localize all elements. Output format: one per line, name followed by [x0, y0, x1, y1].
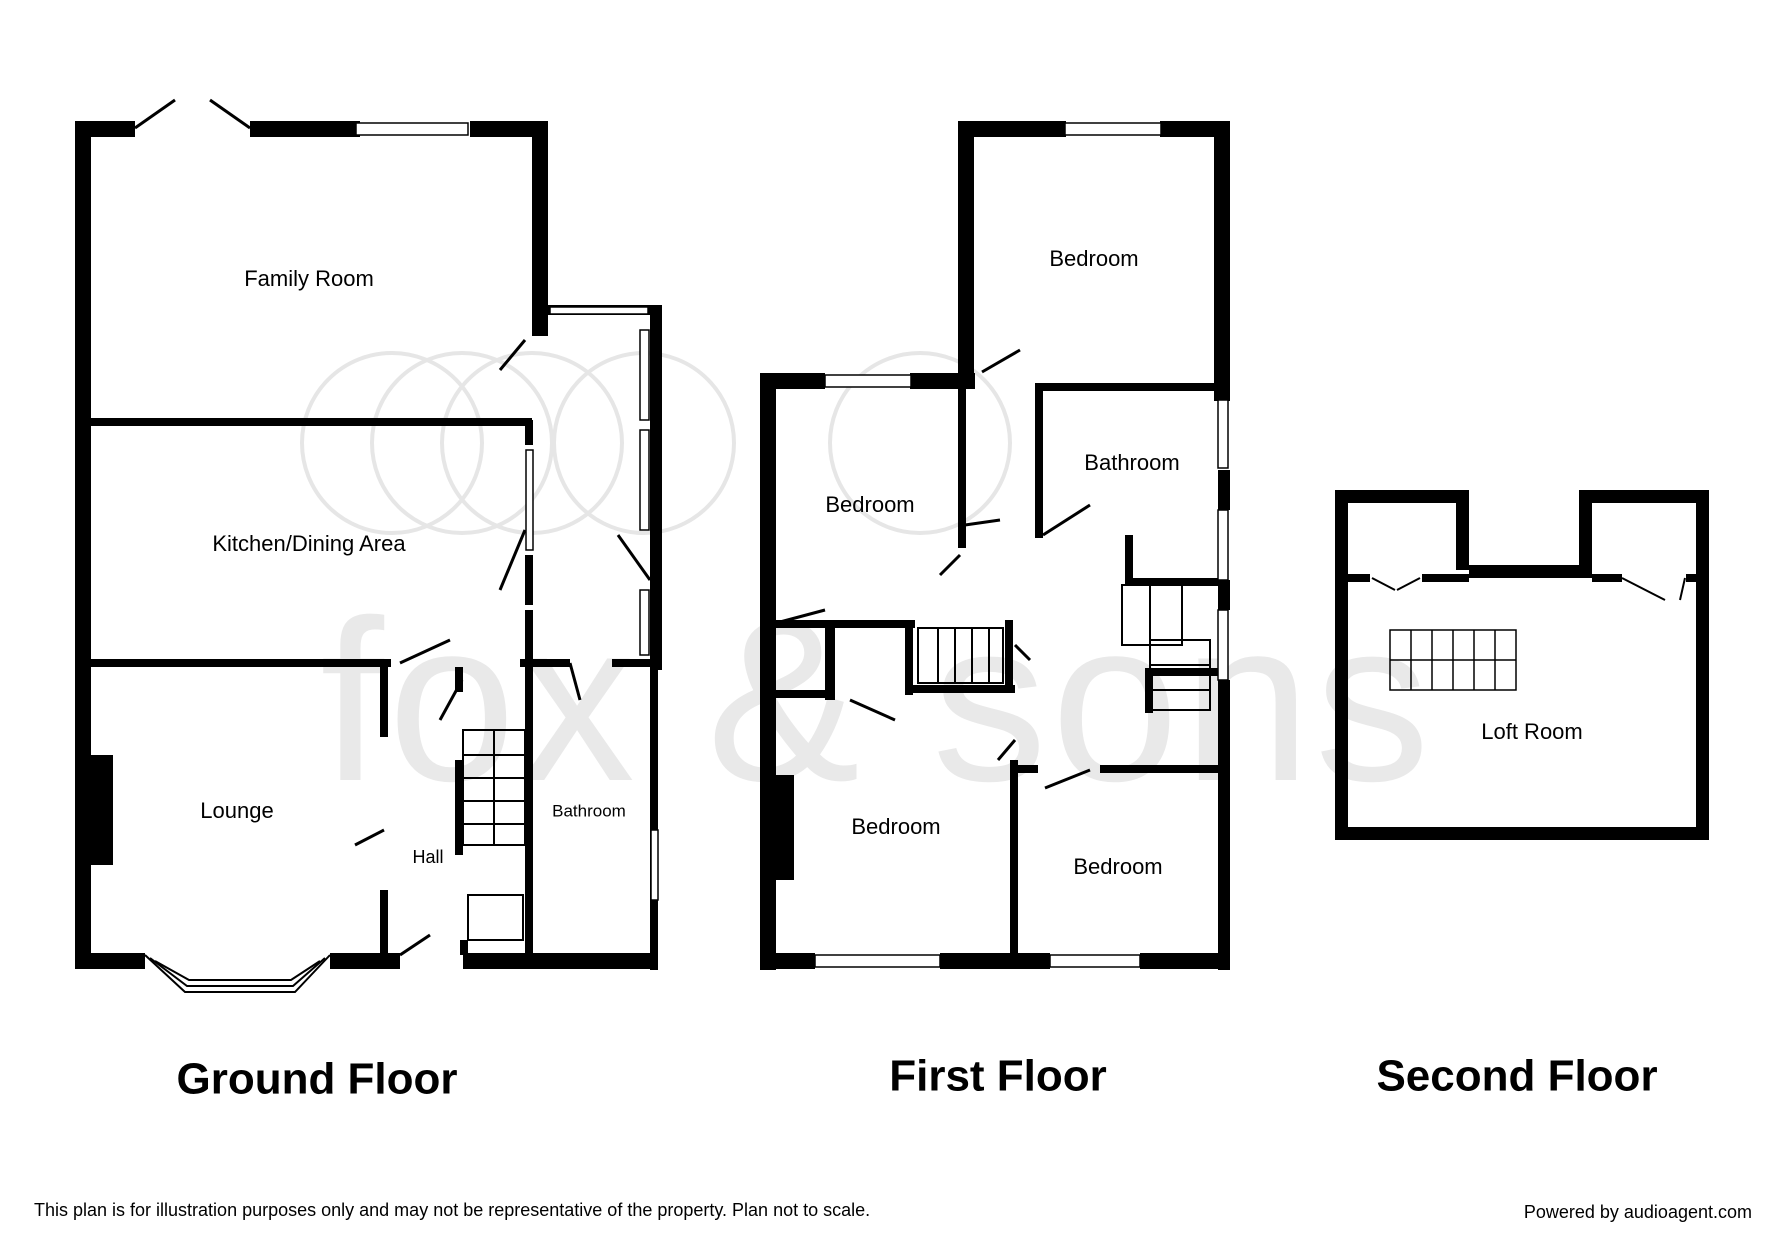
- first-floor-walls: [760, 121, 1230, 970]
- ground-floor-plan: Family Room Kitchen/Dining Area Lounge H…: [75, 98, 662, 1104]
- lounge-label: Lounge: [200, 798, 273, 823]
- second-floor-walls: [1335, 490, 1709, 840]
- family-room-label: Family Room: [244, 266, 374, 291]
- first-floor-title: First Floor: [889, 1052, 1107, 1101]
- ground-floor-title: Ground Floor: [176, 1055, 457, 1104]
- ground-floor-stairs: [462, 729, 526, 941]
- kitchen-dining-label: Kitchen/Dining Area: [212, 531, 406, 556]
- watermark-logo: [300, 351, 1012, 535]
- first-floor-windows: [814, 122, 1229, 968]
- loft-room-label: Loft Room: [1481, 719, 1583, 744]
- first-bedroom-front-right-label: Bedroom: [1073, 854, 1162, 879]
- first-floor-doors: [779, 348, 1091, 790]
- ground-floor-windows: [355, 122, 659, 901]
- ground-floor-walls: [75, 121, 662, 970]
- watermark-text: fox & sons: [320, 572, 1434, 829]
- disclaimer-text: This plan is for illustration purposes o…: [34, 1200, 870, 1220]
- first-floor-plan: Bedroom Bathroom Bedroom Bedroom Bedroom…: [760, 121, 1230, 1101]
- ground-floor-doors: [134, 98, 652, 957]
- ground-floor-bay-window: [144, 954, 331, 993]
- second-floor-stairs: [1389, 629, 1517, 691]
- ground-bathroom-label: Bathroom: [552, 801, 626, 820]
- first-bathroom-label: Bathroom: [1084, 450, 1179, 475]
- second-floor-title: Second Floor: [1376, 1052, 1657, 1101]
- hall-label: Hall: [412, 847, 443, 867]
- first-floor-stairs: [917, 584, 1211, 711]
- first-bedroom-front-left-label: Bedroom: [851, 814, 940, 839]
- first-bedroom-top-label: Bedroom: [1049, 246, 1138, 271]
- powered-by-text: Powered by audioagent.com: [1524, 1202, 1752, 1222]
- second-floor-plan: Loft Room Second Floor: [1335, 490, 1709, 1101]
- second-floor-doors: [1371, 577, 1686, 601]
- first-bedroom-left-label: Bedroom: [825, 492, 914, 517]
